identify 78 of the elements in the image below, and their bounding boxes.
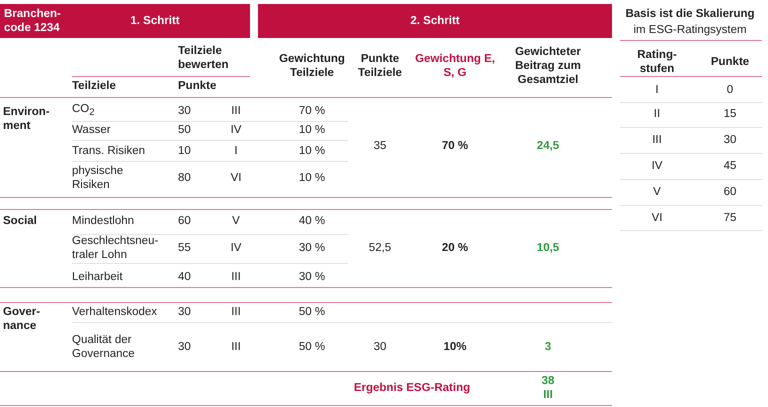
header-band bbox=[258, 4, 612, 38]
rating-level: III bbox=[230, 270, 242, 284]
result-label: Ergebnis ESG-Rating bbox=[352, 381, 472, 395]
row-label: Trans. Risiken bbox=[72, 144, 146, 158]
weighted-score: 3 bbox=[544, 340, 552, 354]
points-value: 55 bbox=[178, 241, 192, 255]
points-value: 50 bbox=[178, 123, 192, 137]
column-header: Teilziele bewerten bbox=[178, 44, 230, 72]
category-label: Social bbox=[3, 214, 38, 228]
points-value: 80 bbox=[178, 171, 192, 185]
row-label: physische Risiken bbox=[72, 164, 124, 192]
points-value: 75 bbox=[722, 211, 738, 225]
weight-value: 10 % bbox=[298, 123, 326, 137]
points-value: 10 bbox=[178, 144, 192, 158]
points-value: 52,5 bbox=[368, 241, 392, 255]
rating-level: III bbox=[651, 133, 663, 147]
weight-value: 20 % bbox=[440, 241, 470, 255]
header-band bbox=[0, 4, 250, 38]
weight-value: 30 % bbox=[298, 241, 326, 255]
points-value: 40 bbox=[178, 270, 192, 284]
column-header: Branchen-code 1234 bbox=[4, 7, 62, 35]
column-header: Punkte bbox=[178, 79, 218, 93]
points-value: 30 bbox=[178, 340, 192, 354]
rating-level: IV bbox=[230, 123, 242, 137]
weight-value: 50 % bbox=[298, 305, 326, 319]
rating-level: III bbox=[230, 104, 242, 118]
weight-value: 50 % bbox=[298, 340, 326, 354]
points-value: 30 bbox=[178, 305, 192, 319]
row-label: Geschlechtsneu-traler Lohn bbox=[72, 234, 160, 262]
weight-value: 10 % bbox=[298, 171, 326, 185]
rating-level: IV bbox=[230, 241, 242, 255]
points-value: 0 bbox=[726, 83, 734, 97]
rating-level: V bbox=[652, 185, 662, 199]
row-label: CO$_{2}$ bbox=[72, 102, 96, 120]
row-label: Wasser bbox=[72, 123, 112, 137]
row-label: Leiharbeit bbox=[72, 270, 124, 284]
points-value: 30 bbox=[722, 133, 738, 147]
rating-level: III bbox=[230, 340, 242, 354]
row-label: Verhaltenskodex bbox=[72, 305, 158, 319]
weighted-score: 10,5 bbox=[536, 241, 560, 255]
points-value: 60 bbox=[722, 185, 738, 199]
category-label: Environ-ment bbox=[3, 105, 51, 133]
points-value: 30 bbox=[372, 340, 388, 354]
result-score: 38 III bbox=[540, 374, 556, 402]
column-header: Punkte Teilziele bbox=[357, 52, 403, 80]
column-header: Punkte bbox=[710, 55, 750, 69]
table-title: Basis ist die Skalierung bbox=[624, 7, 756, 21]
points-value: 15 bbox=[722, 107, 738, 121]
points-value: 35 bbox=[372, 139, 388, 153]
points-value: 60 bbox=[178, 214, 192, 228]
weight-value: 70 % bbox=[440, 139, 470, 153]
section-title: 2. Schritt bbox=[409, 14, 461, 28]
row-label: Mindestlohn bbox=[72, 214, 136, 228]
weighted-score: 24,5 bbox=[536, 139, 560, 153]
column-header: Teilziele bbox=[72, 79, 117, 93]
rating-level: III bbox=[230, 305, 242, 319]
weight-value: 30 % bbox=[298, 270, 326, 284]
points-value: 30 bbox=[178, 104, 192, 118]
rating-level: V bbox=[231, 214, 241, 228]
weight-value: 70 % bbox=[298, 104, 326, 118]
rating-level: II bbox=[652, 107, 662, 121]
column-header: Gewichtung E, S, G bbox=[415, 52, 495, 80]
weight-value: 40 % bbox=[298, 214, 326, 228]
column-header: Gewichteter Beitrag zum Gesamtziel bbox=[514, 45, 582, 87]
points-value: 45 bbox=[722, 159, 738, 173]
weight-value: 10% bbox=[442, 340, 468, 354]
column-header: Rating-stufen bbox=[636, 48, 678, 76]
row-label: Qualität der Governance bbox=[72, 333, 136, 361]
category-label: Gover-nance bbox=[3, 305, 42, 333]
rating-level: IV bbox=[650, 159, 664, 173]
rating-level: I bbox=[233, 144, 239, 158]
weight-value: 10 % bbox=[298, 144, 326, 158]
rating-level: VI bbox=[230, 171, 242, 185]
rating-level: VI bbox=[650, 211, 664, 225]
column-header: Gewichtung Teilziele bbox=[278, 52, 346, 80]
table-subtitle: im ESG-Ratingsystem bbox=[632, 23, 748, 37]
rating-level: I bbox=[654, 83, 660, 97]
section-title: 1. Schritt bbox=[129, 14, 181, 28]
